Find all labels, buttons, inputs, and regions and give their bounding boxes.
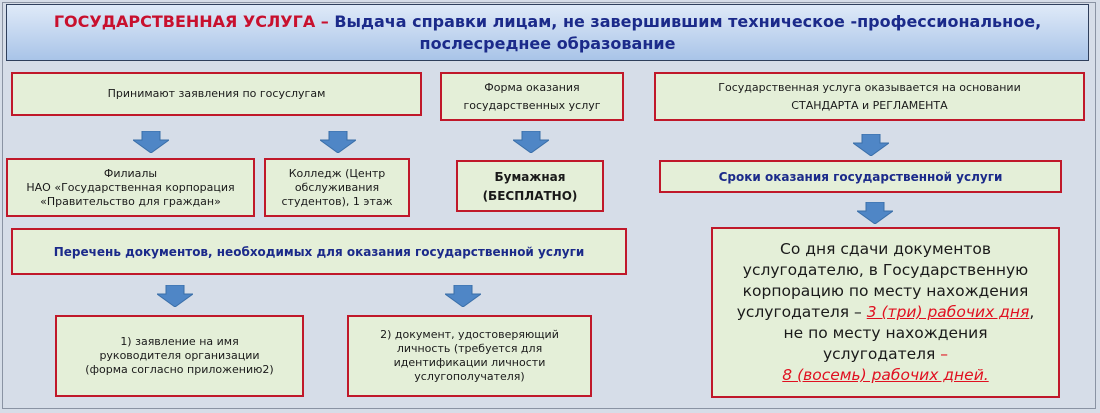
college-box: Колледж (Центр обслуживания студентов), … [264,158,410,217]
title-service-label: ГОСУДАРСТВЕННАЯ УСЛУГА – [53,11,329,31]
branches-line-3: «Правительство для граждан» [40,194,221,208]
title-line-1: ГОСУДАРСТВЕННАЯ УСЛУГА – Выдача справки … [54,11,1041,33]
accept-applications-text: Принимают заявления по госуслугам [107,87,326,100]
down-arrow-icon [853,134,889,156]
deadline-box: Со дня сдачи документов услугодателю, в … [711,227,1060,398]
paper-form-line-1: Бумажная [494,169,566,184]
document-1-box: 1) заявление на имя руководителя организ… [55,315,304,397]
deadline-text: Со дня сдачи документов услугодателю, в … [731,239,1040,386]
service-basis-line-2: СТАНДАРТА и РЕГЛАМЕНТА [791,98,948,112]
document-2-line-3: идентификации личности [393,356,546,369]
documents-list-text: Перечень документов, необходимых для ока… [53,244,585,259]
branches-box: Филиалы НАО «Государственная корпорация … [6,158,255,217]
deadline-3-days: 3 (три) рабочих дня [866,303,1030,321]
page-title: ГОСУДАРСТВЕННАЯ УСЛУГА – Выдача справки … [6,4,1089,61]
paper-form-box: Бумажная (БЕСПЛАТНО) [456,160,604,212]
deadline-dash: – [940,345,949,363]
accept-applications-box: Принимают заявления по госуслугам [11,72,422,116]
title-service-name: Выдача справки лицам, не завершившим тех… [328,11,1042,31]
down-arrow-icon [133,131,169,153]
service-form-line-1: Форма оказания [484,80,580,94]
college-line-1: Колледж (Центр [288,166,386,180]
down-arrow-icon [445,285,481,307]
branches-line-2: НАО «Государственная корпорация [26,180,235,194]
service-form-line-2: государственных услуг [463,98,601,112]
college-line-2: обслуживания [294,180,380,194]
branches-line-1: Филиалы [103,166,158,180]
document-2-line-2: личность (требуется для [396,342,543,355]
down-arrow-icon [513,131,549,153]
paper-form-line-2: (БЕСПЛАТНО) [482,188,578,203]
service-basis-line-1: Государственная услуга оказывается на ос… [718,80,1021,94]
document-2-box: 2) документ, удостоверяющий личность (тр… [347,315,592,397]
document-2-line-4: услугополучателя) [414,370,525,383]
deadline-8-days: 8 (восемь) рабочих дней. [782,366,989,384]
college-line-3: студентов), 1 этаж [281,194,393,208]
document-1-line-1: 1) заявление на имя [120,335,239,348]
deadline-part-2: , не по месту нахождения услугодателя [783,303,1035,363]
down-arrow-icon [157,285,193,307]
service-terms-box: Сроки оказания государственной услуги [659,160,1062,193]
document-1-line-3: (форма согласно приложению2) [85,363,274,376]
document-2-line-1: 2) документ, удостоверяющий [380,328,559,341]
down-arrow-icon [320,131,356,153]
service-basis-box: Государственная услуга оказывается на ос… [654,72,1085,121]
service-form-box: Форма оказания государственных услуг [440,72,624,121]
deadline-part-1: Со дня сдачи документов услугодателю, в … [736,240,1029,321]
service-terms-text: Сроки оказания государственной услуги [718,169,1003,184]
document-1-line-2: руководителя организации [99,349,260,362]
documents-list-box: Перечень документов, необходимых для ока… [11,228,627,275]
down-arrow-icon [857,202,893,224]
title-line-2: послесреднее образование [419,33,676,53]
